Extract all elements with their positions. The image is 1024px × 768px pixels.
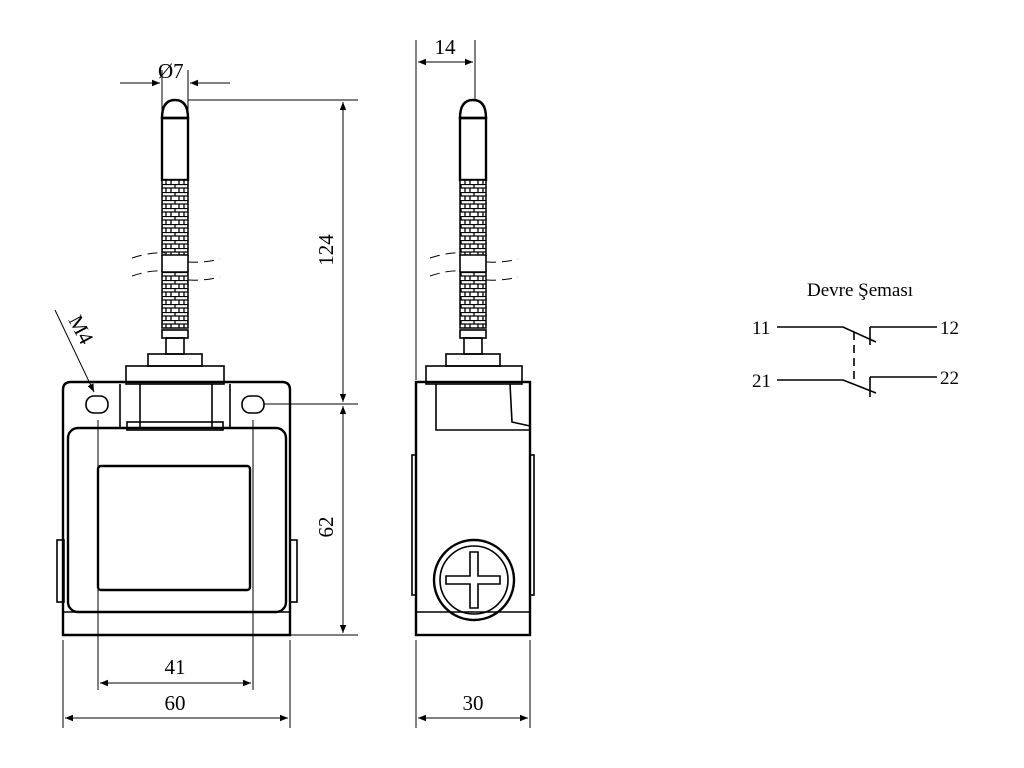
height-124-label: 124 [314, 234, 338, 266]
front-dimensions: Ø7 124 62 M4 41 60 [54, 59, 358, 728]
circuit-diagram: Devre Şeması 11 12 21 22 [752, 280, 959, 397]
spacing-41-label: 41 [165, 655, 186, 679]
side-dimensions: 14 30 [415, 35, 531, 728]
terminal-12: 12 [940, 318, 959, 339]
terminal-11: 11 [752, 318, 770, 339]
offset-14-label: 14 [435, 35, 457, 59]
circuit-title: Devre Şeması [807, 280, 913, 301]
front-view [56, 98, 298, 637]
height-62-label: 62 [314, 517, 338, 538]
terminal-21: 21 [752, 371, 771, 392]
width-60-label: 60 [165, 691, 186, 715]
thread-label: M4 [64, 311, 99, 348]
width-30-label: 30 [463, 691, 484, 715]
diameter-label: Ø7 [158, 59, 184, 83]
terminal-22: 22 [940, 368, 959, 389]
side-view [411, 98, 535, 637]
